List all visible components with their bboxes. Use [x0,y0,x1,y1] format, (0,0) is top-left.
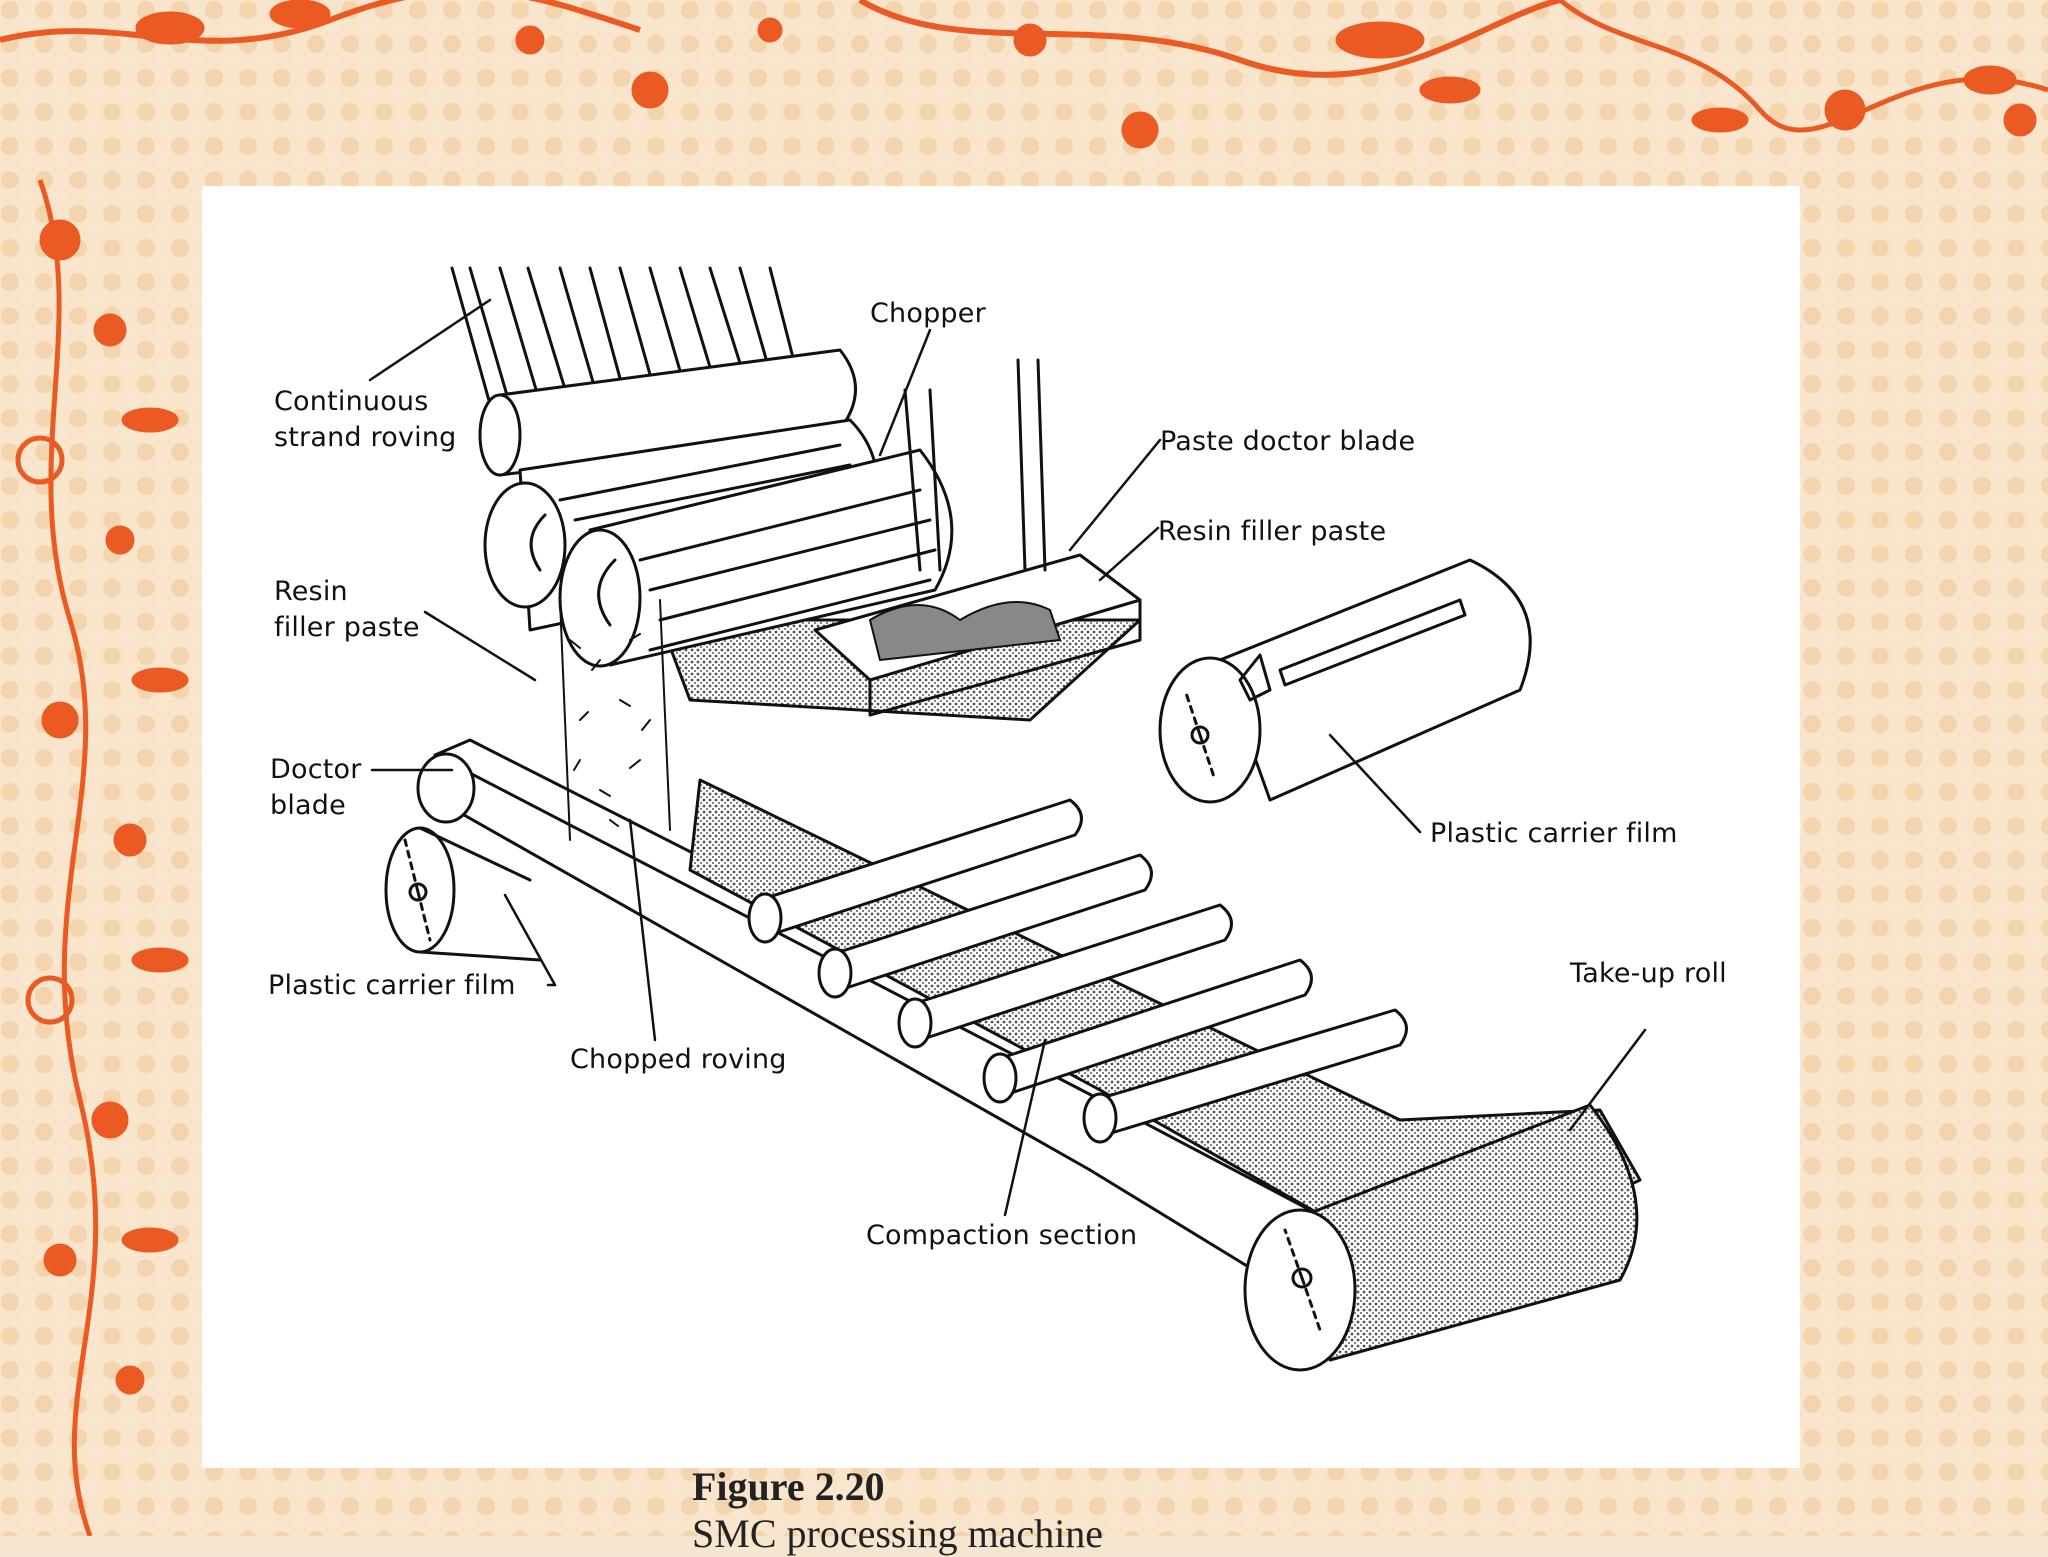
label-resin-filler-paste-left: Resin filler paste [274,576,420,643]
label-continuous-strand-roving: Continuous strand roving [274,386,457,453]
figure-title: SMC processing machine [692,1511,1104,1556]
label-plastic-carrier-film-right: Plastic carrier film [1430,818,1678,849]
leader-lines [368,298,1647,1217]
flower-vines-left [15,179,189,1536]
flower-vines-top [0,0,2048,149]
paste-trough [813,358,1142,717]
chopped-roving-fall [559,599,671,841]
take-up-roll [1243,1103,1639,1372]
label-chopper: Chopper [870,298,986,329]
label-plastic-carrier-film-left: Plastic carrier film [268,970,516,1001]
upper-film-roll [1158,558,1532,804]
figure-number: Figure 2.20 [692,1464,885,1509]
label-take-up-roll: Take-up roll [1570,958,1727,989]
left-film-roll [384,752,542,962]
compaction-rollers [747,798,1408,1144]
label-resin-filler-paste-right: Resin filler paste [1158,516,1387,547]
chopper-rollers [478,348,954,668]
label-doctor-blade: Doctor blade [270,754,362,821]
label-chopped-roving: Chopped roving [570,1044,787,1075]
label-compaction-section: Compaction section [866,1220,1138,1251]
label-paste-doctor-blade: Paste doctor blade [1160,426,1416,457]
roving-strands [450,266,802,442]
